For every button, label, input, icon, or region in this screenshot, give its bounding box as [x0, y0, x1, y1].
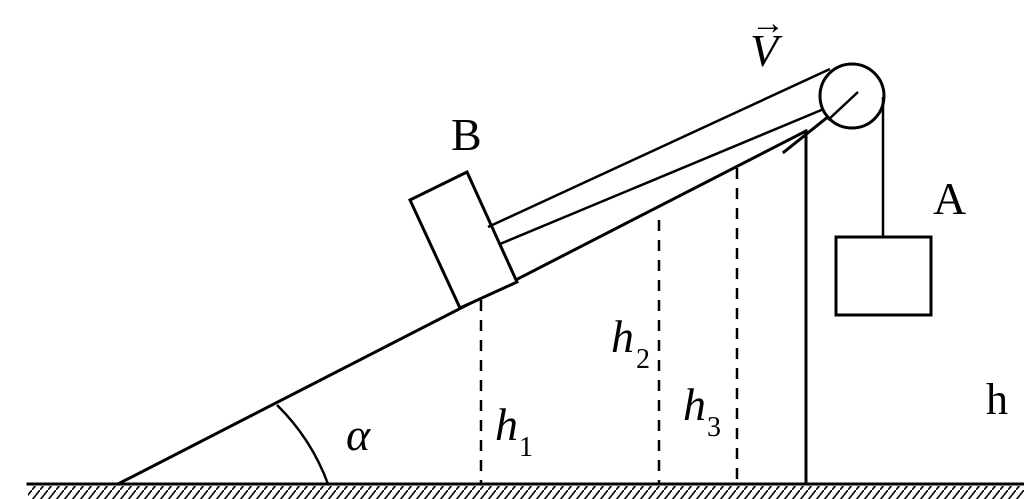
h3-label: h	[683, 379, 706, 430]
block-b-label: B	[451, 109, 482, 160]
h1-label: h	[495, 399, 518, 450]
h1-subscript: 1	[519, 432, 533, 463]
ground	[26, 482, 1024, 499]
velocity-arrow-label: →	[751, 5, 785, 42]
angle-label: α	[346, 409, 371, 460]
h2-subscript: 2	[636, 344, 650, 375]
pulley-axle	[827, 91, 859, 121]
velocity-label: V	[750, 25, 783, 76]
rope-lower	[499, 94, 856, 246]
block-b	[408, 169, 519, 310]
h-label: h	[986, 375, 1008, 424]
h2-label: h	[611, 311, 634, 362]
h3-subscript: 3	[707, 412, 721, 443]
block-a	[834, 235, 933, 317]
rope-upper	[487, 67, 831, 229]
block-a-label: A	[933, 173, 966, 224]
angle-arc	[276, 404, 330, 485]
